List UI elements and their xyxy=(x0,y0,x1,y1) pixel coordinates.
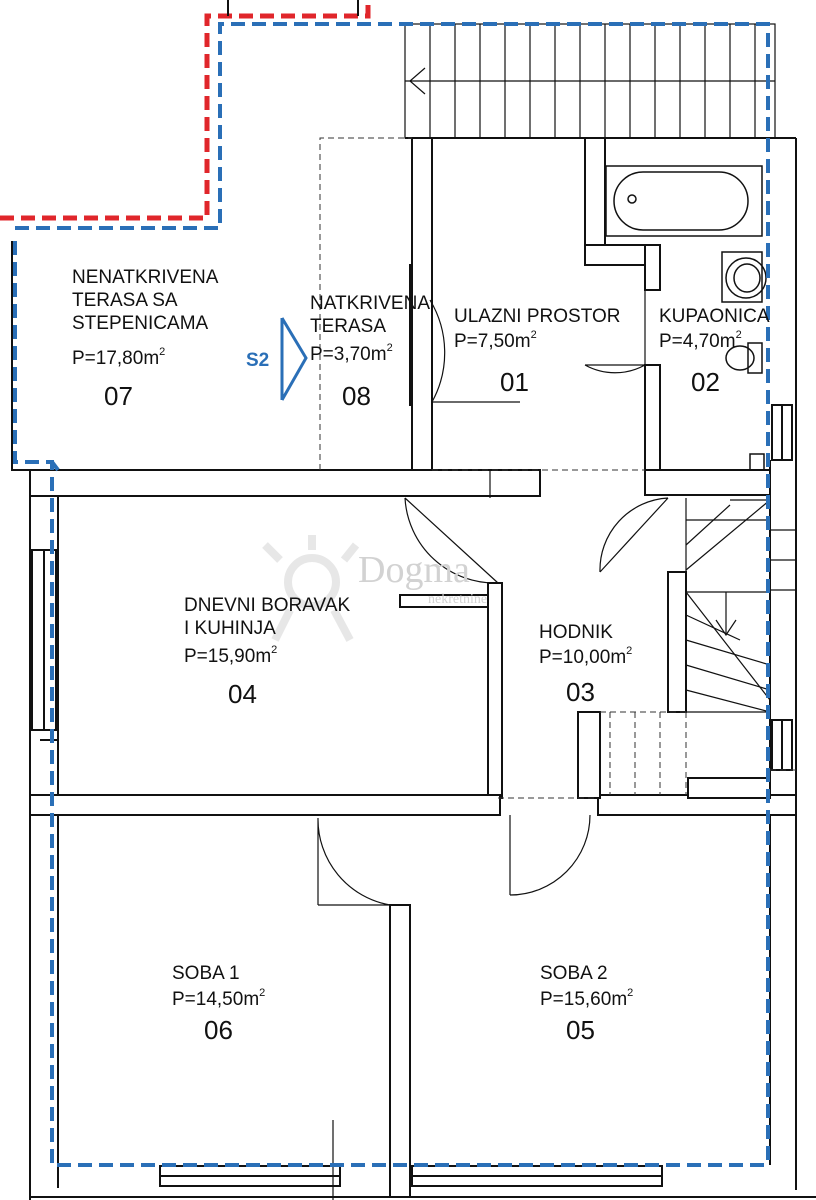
room-08-name: NATKRIVENA TERASA xyxy=(310,292,430,338)
room-07-name-line: TERASA SA xyxy=(72,290,178,311)
room-08-number: 08 xyxy=(342,381,371,411)
room-06-name: SOBA 1 xyxy=(172,963,240,984)
room-03-area: P=10,00m2 xyxy=(539,645,633,669)
room-02-area: P=4,70m2 xyxy=(659,329,742,353)
room-06-number: 06 xyxy=(204,1015,233,1045)
room-08-name-line: NATKRIVENA xyxy=(310,293,431,314)
room-07-name: NENATKRIVENA TERASA SA STEPENICAMA xyxy=(72,266,218,335)
room-04-area: P=15,90m2 xyxy=(184,644,278,668)
room-08-area: P=3,70m2 xyxy=(310,342,393,366)
room-03-number: 03 xyxy=(566,677,595,707)
stairs-top xyxy=(404,23,776,139)
room-08-name-line: TERASA xyxy=(310,316,387,337)
bathtub-basin xyxy=(613,171,749,231)
hall-door-swing xyxy=(599,497,669,573)
red-boundary xyxy=(0,0,371,221)
room-04-name-line: I KUHINJA xyxy=(184,618,276,639)
room-03-name: HODNIK xyxy=(539,622,613,643)
room-05-name: SOBA 2 xyxy=(540,963,608,984)
watermark-sub: nekretnine xyxy=(428,592,488,607)
soba1-door-swing xyxy=(317,817,391,906)
room-04-name-line: DNEVNI BORAVAK xyxy=(184,595,351,616)
watermark-logo xyxy=(262,535,360,642)
entry-door-swing xyxy=(429,299,520,403)
watermark-brand: Dogma xyxy=(358,549,470,591)
section-marker xyxy=(280,317,308,401)
bathroom-door-swing xyxy=(584,290,646,374)
stairs-inner xyxy=(685,498,796,713)
room-07-area: P=17,80m2 xyxy=(72,346,166,370)
dashed-lines xyxy=(319,137,796,799)
room-01-area: P=7,50m2 xyxy=(454,329,537,353)
bathtub xyxy=(605,165,763,237)
living-door-swing xyxy=(404,497,499,584)
bathroom-fixtures xyxy=(605,165,767,471)
room-07-name-line: STEPENICAMA xyxy=(72,313,209,334)
blue-boundary xyxy=(13,22,770,1167)
room-02-number: 02 xyxy=(691,367,720,397)
interior-walls xyxy=(29,137,797,1198)
door-swings xyxy=(317,290,669,906)
room-06-area: P=14,50m2 xyxy=(172,987,266,1011)
room-05-area: P=15,60m2 xyxy=(540,987,634,1011)
room-02-name: KUPAONICA xyxy=(659,306,770,327)
room-07-name-line: NENATKRIVENA xyxy=(72,267,219,288)
toilet-tank xyxy=(747,342,763,374)
room-04-name: DNEVNI BORAVAK I KUHINJA xyxy=(184,594,350,640)
room-04-number: 04 xyxy=(228,679,257,709)
room-01-number: 01 xyxy=(500,367,529,397)
room-07-number: 07 xyxy=(104,381,133,411)
section-marker-label: S2 xyxy=(246,350,270,371)
soba2-door-swing xyxy=(509,814,591,896)
room-01-name: ULAZNI PROSTOR xyxy=(454,306,621,327)
room-05-number: 05 xyxy=(566,1015,595,1045)
